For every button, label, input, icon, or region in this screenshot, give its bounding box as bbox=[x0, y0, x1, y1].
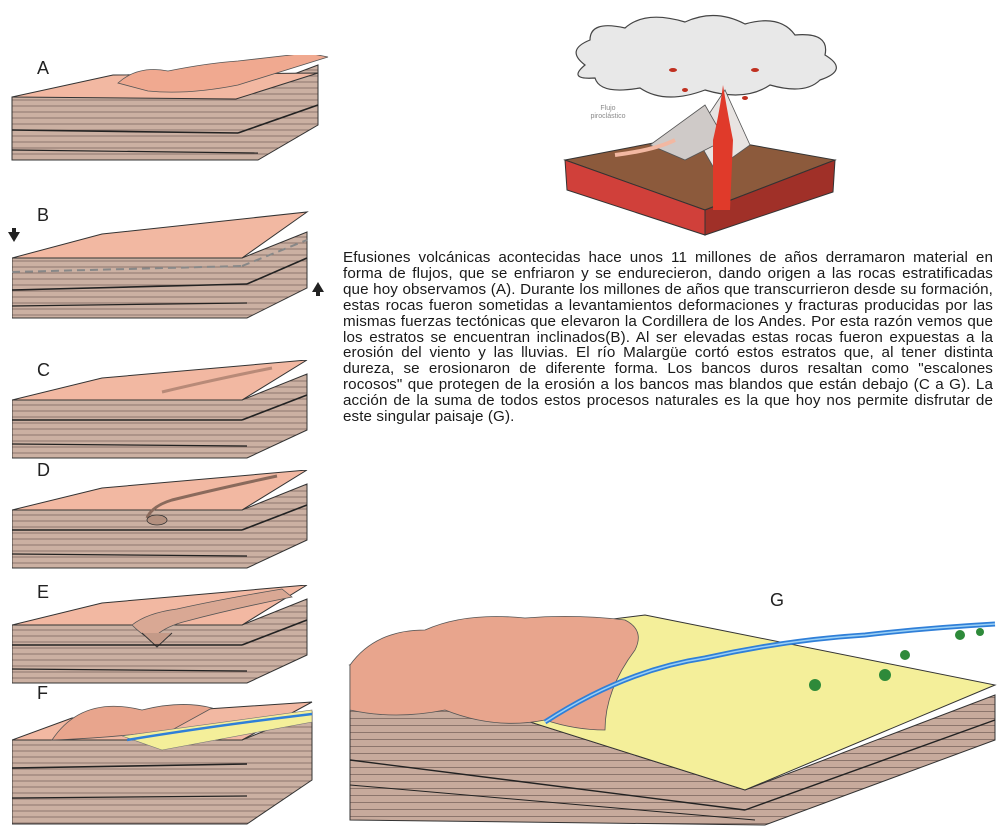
description-text: Efusiones volcánicas acontecidas hace un… bbox=[343, 250, 993, 425]
block-diagram-f bbox=[12, 700, 317, 825]
block-diagram-e bbox=[12, 585, 312, 685]
block-diagram-b bbox=[12, 210, 312, 320]
arrow-up-icon bbox=[312, 282, 324, 296]
block-diagram-a bbox=[8, 55, 338, 165]
pyroclastic-flow-label-line2: piroclástico bbox=[590, 113, 625, 120]
block-diagram-c bbox=[12, 360, 312, 460]
pyroclastic-flow-label-line1: Flujo bbox=[600, 105, 615, 112]
panel-label-g: G bbox=[770, 590, 784, 611]
block-diagram-g bbox=[345, 610, 1000, 826]
volcano-cross-section bbox=[555, 10, 855, 240]
pyroclastic-flow-label: Flujo piroclástico bbox=[578, 105, 638, 121]
block-diagram-d bbox=[12, 470, 312, 570]
